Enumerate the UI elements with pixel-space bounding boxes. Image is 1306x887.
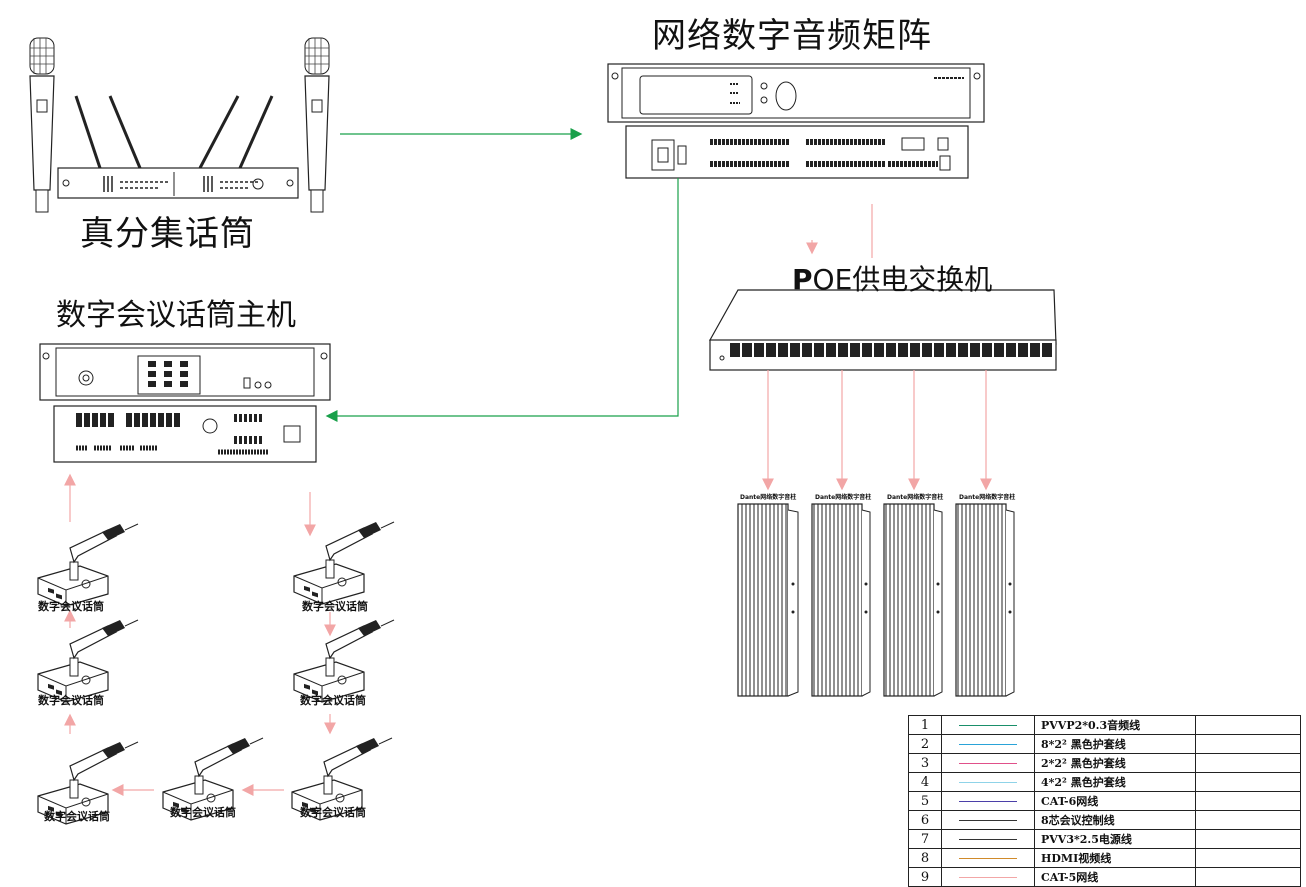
legend-line-swatch	[941, 848, 1035, 868]
legend-number: 2	[908, 734, 942, 754]
legend-row: 6 8芯会议控制线	[908, 810, 1301, 830]
legend-line-swatch	[941, 829, 1035, 849]
legend-number: 8	[908, 848, 942, 868]
cable-color-swatch	[959, 782, 1017, 783]
poe-switch-label-rest: OE供电交换机	[812, 263, 993, 296]
legend-empty-cell	[1195, 734, 1301, 754]
conference-mic-label: 数字会议话筒	[38, 694, 104, 707]
legend-number: 9	[908, 867, 942, 887]
legend-empty-cell	[1195, 772, 1301, 792]
cable-color-swatch	[959, 801, 1017, 802]
diversity-receiver	[57, 95, 299, 199]
conference-host-label: 数字会议话筒主机	[56, 298, 296, 333]
legend-empty-cell	[1195, 848, 1301, 868]
legend-empty-cell	[1195, 867, 1301, 887]
legend-description: 8芯会议控制线	[1034, 810, 1196, 830]
legend-line-swatch	[941, 734, 1035, 754]
column-speaker	[811, 503, 871, 697]
legend-row: 8 HDMI视频线	[908, 848, 1301, 868]
speaker-label: Dante网络数字音柱	[740, 494, 797, 501]
legend-description: PVVP2*0.3音频线	[1034, 715, 1196, 735]
wireless-mic-label: 真分集话筒	[80, 214, 255, 254]
poe-switch-label: POE供电交换机	[792, 258, 992, 298]
cable-color-swatch	[959, 744, 1017, 745]
legend-number: 7	[908, 829, 942, 849]
speaker-label: Dante网络数字音柱	[959, 494, 1016, 501]
legend-empty-cell	[1195, 791, 1301, 811]
conference-mic-label: 数字会议话筒	[300, 694, 366, 707]
poe-switch-device	[708, 289, 1057, 371]
legend-line-swatch	[941, 715, 1035, 735]
legend-row: 3 2*2² 黑色护套线	[908, 753, 1301, 773]
conference-mic-label: 数字会议话筒	[300, 806, 366, 819]
audio-matrix-device	[607, 63, 985, 179]
legend-line-swatch	[941, 867, 1035, 887]
legend-number: 6	[908, 810, 942, 830]
cable-legend-table: 1 PVVP2*0.3音频线 2 8*2² 黑色护套线 3 2*2² 黑色护套线 4 4*2²…	[908, 715, 1301, 887]
conference-mic-label: 数字会议话筒	[38, 600, 104, 613]
legend-line-swatch	[941, 791, 1035, 811]
column-speaker	[955, 503, 1015, 697]
legend-description: HDMI视频线	[1034, 848, 1196, 868]
conference-mic	[293, 521, 395, 605]
conference-mic-label: 数字会议话筒	[44, 810, 110, 823]
conference-mic	[37, 523, 139, 607]
cable-color-swatch	[959, 763, 1017, 764]
legend-row: 2 8*2² 黑色护套线	[908, 734, 1301, 754]
conference-mic-label: 数字会议话筒	[302, 600, 368, 613]
legend-line-swatch	[941, 772, 1035, 792]
cable-color-swatch	[959, 839, 1017, 840]
matrix-label: 网络数字音频矩阵	[652, 16, 932, 56]
conference-mic-units	[37, 521, 395, 825]
conference-mic	[293, 619, 395, 703]
legend-empty-cell	[1195, 810, 1301, 830]
legend-row: 5 CAT-6网线	[908, 791, 1301, 811]
legend-row: 7 PVV3*2.5电源线	[908, 829, 1301, 849]
column-speaker	[883, 503, 943, 697]
legend-description: PVV3*2.5电源线	[1034, 829, 1196, 849]
speaker-label: Dante网络数字音柱	[815, 494, 872, 501]
legend-line-swatch	[941, 810, 1035, 830]
conference-mic-label: 数字会议话筒	[170, 806, 236, 819]
legend-number: 1	[908, 715, 942, 735]
handheld-mic-left	[29, 37, 55, 213]
legend-number: 5	[908, 791, 942, 811]
legend-row: 9 CAT-5网线	[908, 867, 1301, 887]
green-connections	[325, 128, 679, 422]
cable-color-swatch	[959, 858, 1017, 859]
legend-description: CAT-5网线	[1034, 867, 1196, 887]
speaker-label: Dante网络数字音柱	[887, 494, 944, 501]
legend-description: 8*2² 黑色护套线	[1034, 734, 1196, 754]
poe-switch-label-p: P	[792, 263, 813, 296]
cable-color-swatch	[959, 820, 1017, 821]
wireless-mic-system	[29, 37, 330, 213]
legend-number: 4	[908, 772, 942, 792]
cable-color-swatch	[959, 725, 1017, 726]
legend-row: 1 PVVP2*0.3音频线	[908, 715, 1301, 735]
column-speaker	[737, 503, 799, 697]
conference-host-device	[39, 343, 331, 463]
speaker-columns	[737, 503, 1015, 697]
legend-number: 3	[908, 753, 942, 773]
conference-mic	[37, 619, 139, 703]
legend-empty-cell	[1195, 715, 1301, 735]
handheld-mic-right	[304, 37, 330, 213]
legend-row: 4 4*2² 黑色护套线	[908, 772, 1301, 792]
legend-description: 4*2² 黑色护套线	[1034, 772, 1196, 792]
cable-color-swatch	[959, 877, 1017, 878]
legend-description: CAT-6网线	[1034, 791, 1196, 811]
matrix-to-host-line	[325, 178, 679, 422]
legend-empty-cell	[1195, 829, 1301, 849]
legend-description: 2*2² 黑色护套线	[1034, 753, 1196, 773]
legend-empty-cell	[1195, 753, 1301, 773]
legend-line-swatch	[941, 753, 1035, 773]
pink-connections	[64, 204, 992, 796]
